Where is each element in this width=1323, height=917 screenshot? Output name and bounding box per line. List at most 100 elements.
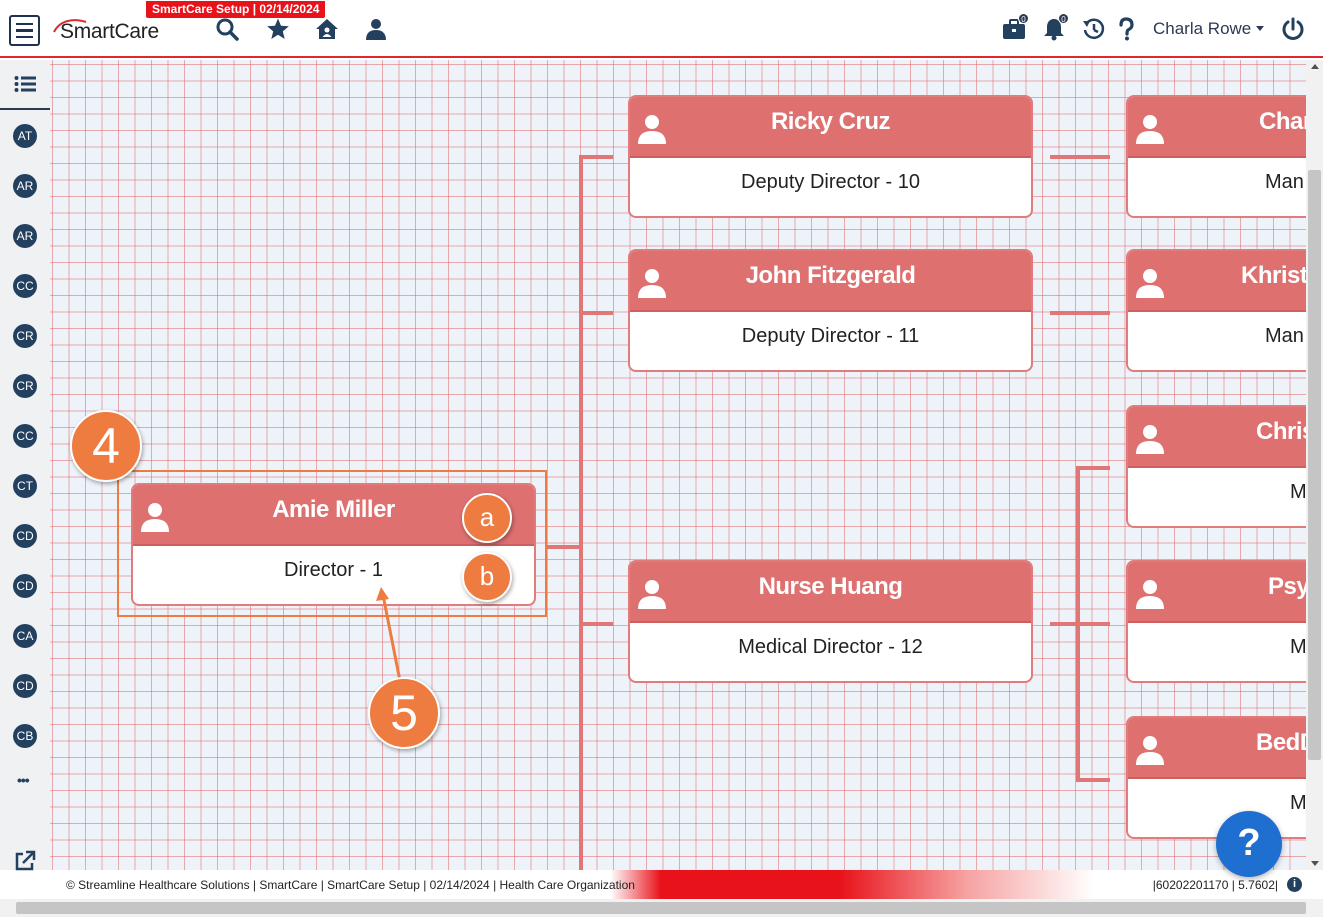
sidebar-item-avatar[interactable]: AR — [13, 174, 37, 198]
sidebar-item-avatar[interactable]: CD — [13, 574, 37, 598]
card-title: M — [1290, 636, 1306, 658]
sidebar-item-avatar[interactable]: AT — [13, 124, 37, 148]
sidebar-item-avatar[interactable]: CT — [13, 474, 37, 498]
briefcase-icon[interactable] — [1002, 17, 1026, 41]
popout-icon[interactable] — [14, 850, 36, 872]
step-5-badge: 5 — [368, 677, 440, 749]
sidebar-item-avatar[interactable]: CB — [13, 724, 37, 748]
footer-copyright: © Streamline Healthcare Solutions | Smar… — [66, 878, 635, 892]
org-card-level3[interactable]: BedDa M — [1126, 716, 1306, 839]
logo-swoosh-icon — [53, 19, 87, 33]
list-icon[interactable] — [0, 60, 50, 110]
sidebar-item-avatar[interactable]: CC — [13, 274, 37, 298]
scroll-down-icon[interactable] — [1311, 861, 1319, 866]
connector-line — [579, 311, 613, 315]
label-a-badge: a — [462, 493, 512, 543]
notifications-count-badge: 0 — [1058, 13, 1069, 24]
card-title: Director - 1 — [284, 559, 383, 581]
connector-line — [1076, 466, 1110, 470]
smartcare-logo[interactable]: SmartCare — [52, 18, 182, 46]
home-icon[interactable] — [315, 17, 339, 41]
person-icon — [638, 269, 666, 298]
environment-badge: SmartCare Setup | 02/14/2024 — [146, 1, 326, 18]
label-b-badge: b — [462, 552, 512, 602]
connector-line — [1050, 155, 1083, 159]
logo-text: SmartCare — [60, 20, 159, 43]
sidebar-item-avatar[interactable]: CA — [13, 624, 37, 648]
sidebar-item-avatar[interactable]: CR — [13, 374, 37, 398]
card-name: Khrist — [1241, 262, 1306, 289]
card-name: Amie Miller — [272, 496, 395, 523]
person-icon — [1136, 269, 1164, 298]
callout-arrow — [376, 587, 402, 682]
card-title: M — [1290, 792, 1306, 814]
step-4-badge: 4 — [70, 410, 142, 482]
card-name: Chris — [1256, 418, 1306, 445]
app-header: SmartCare SmartCare Setup | 02/14/2024 0… — [0, 0, 1323, 58]
card-name: Nurse Huang — [758, 573, 903, 600]
card-name: Char — [1259, 108, 1306, 135]
card-name: BedDa — [1256, 729, 1306, 756]
chevron-down-icon[interactable] — [1256, 26, 1264, 31]
sidebar-item-avatar[interactable]: CR — [13, 324, 37, 348]
org-card-level3[interactable]: Psy M — [1126, 560, 1306, 683]
person-icon — [1136, 580, 1164, 609]
card-title: Deputy Director - 11 — [741, 325, 920, 347]
person-icon — [141, 503, 169, 532]
bell-icon[interactable] — [1042, 17, 1066, 41]
help-icon[interactable] — [1114, 17, 1138, 41]
sidebar-item-avatar[interactable]: CC — [13, 424, 37, 448]
help-button[interactable]: ? — [1216, 811, 1282, 877]
card-title: Deputy Director - 10 — [741, 171, 920, 193]
card-title: Man — [1265, 171, 1304, 193]
card-name: Psy — [1268, 573, 1306, 600]
card-name: John Fitzgerald — [745, 262, 916, 289]
org-card-level3[interactable]: Khrist Man — [1126, 249, 1306, 372]
card-title: M — [1290, 481, 1306, 503]
connector-line — [579, 622, 613, 626]
history-icon[interactable] — [1082, 17, 1106, 41]
user-name-menu[interactable]: Charla Rowe — [1153, 19, 1252, 38]
connector-line — [1050, 311, 1110, 315]
info-icon[interactable]: i — [1287, 877, 1302, 892]
person-icon — [1136, 736, 1164, 765]
card-name: Ricky Cruz — [770, 108, 891, 135]
card-title: Medical Director - 12 — [738, 636, 923, 658]
connector-line — [547, 545, 579, 549]
org-card-level3[interactable]: Chris M — [1126, 405, 1306, 528]
left-sidebar: AT AR AR CC CR CR CC CT CD CD CA CD CB •… — [0, 60, 50, 872]
sidebar-item-avatar[interactable]: CD — [13, 524, 37, 548]
org-chart-canvas: Amie Miller Director - 1 Ricky Cruz Depu… — [50, 60, 1306, 870]
connector-line — [579, 155, 583, 870]
scroll-up-icon[interactable] — [1311, 64, 1319, 69]
star-icon[interactable] — [266, 17, 290, 41]
connector-line — [1076, 622, 1110, 626]
org-card-level2[interactable]: Nurse Huang Medical Director - 12 — [628, 560, 1033, 683]
more-items-icon[interactable]: ••• — [17, 772, 30, 788]
card-title: Man — [1265, 325, 1304, 347]
callout-highlight-box — [117, 470, 547, 617]
connector-line — [1083, 155, 1110, 159]
sidebar-item-avatar[interactable]: AR — [13, 224, 37, 248]
app-footer: © Streamline Healthcare Solutions | Smar… — [50, 870, 1323, 899]
person-icon — [638, 115, 666, 144]
connector-line — [1076, 778, 1110, 782]
org-card-level2[interactable]: John Fitzgerald Deputy Director - 11 — [628, 249, 1033, 372]
org-card-level2[interactable]: Ricky Cruz Deputy Director - 10 — [628, 95, 1033, 218]
connector-line — [1050, 622, 1077, 626]
user-icon[interactable] — [364, 17, 388, 41]
power-icon[interactable] — [1281, 17, 1305, 41]
menu-icon[interactable] — [9, 15, 40, 46]
connector-line — [579, 155, 613, 159]
briefcase-count-badge: 0 — [1018, 13, 1029, 24]
sidebar-item-avatar[interactable]: CD — [13, 674, 37, 698]
search-icon[interactable] — [215, 17, 239, 41]
vertical-scrollbar[interactable] — [1306, 60, 1323, 870]
horizontal-scrollbar[interactable] — [0, 899, 1323, 917]
person-icon — [1136, 425, 1164, 454]
org-card-level3[interactable]: Char Man — [1126, 95, 1306, 218]
person-icon — [638, 580, 666, 609]
person-icon — [1136, 115, 1164, 144]
scroll-thumb[interactable] — [16, 902, 1306, 914]
scroll-thumb[interactable] — [1308, 170, 1321, 760]
